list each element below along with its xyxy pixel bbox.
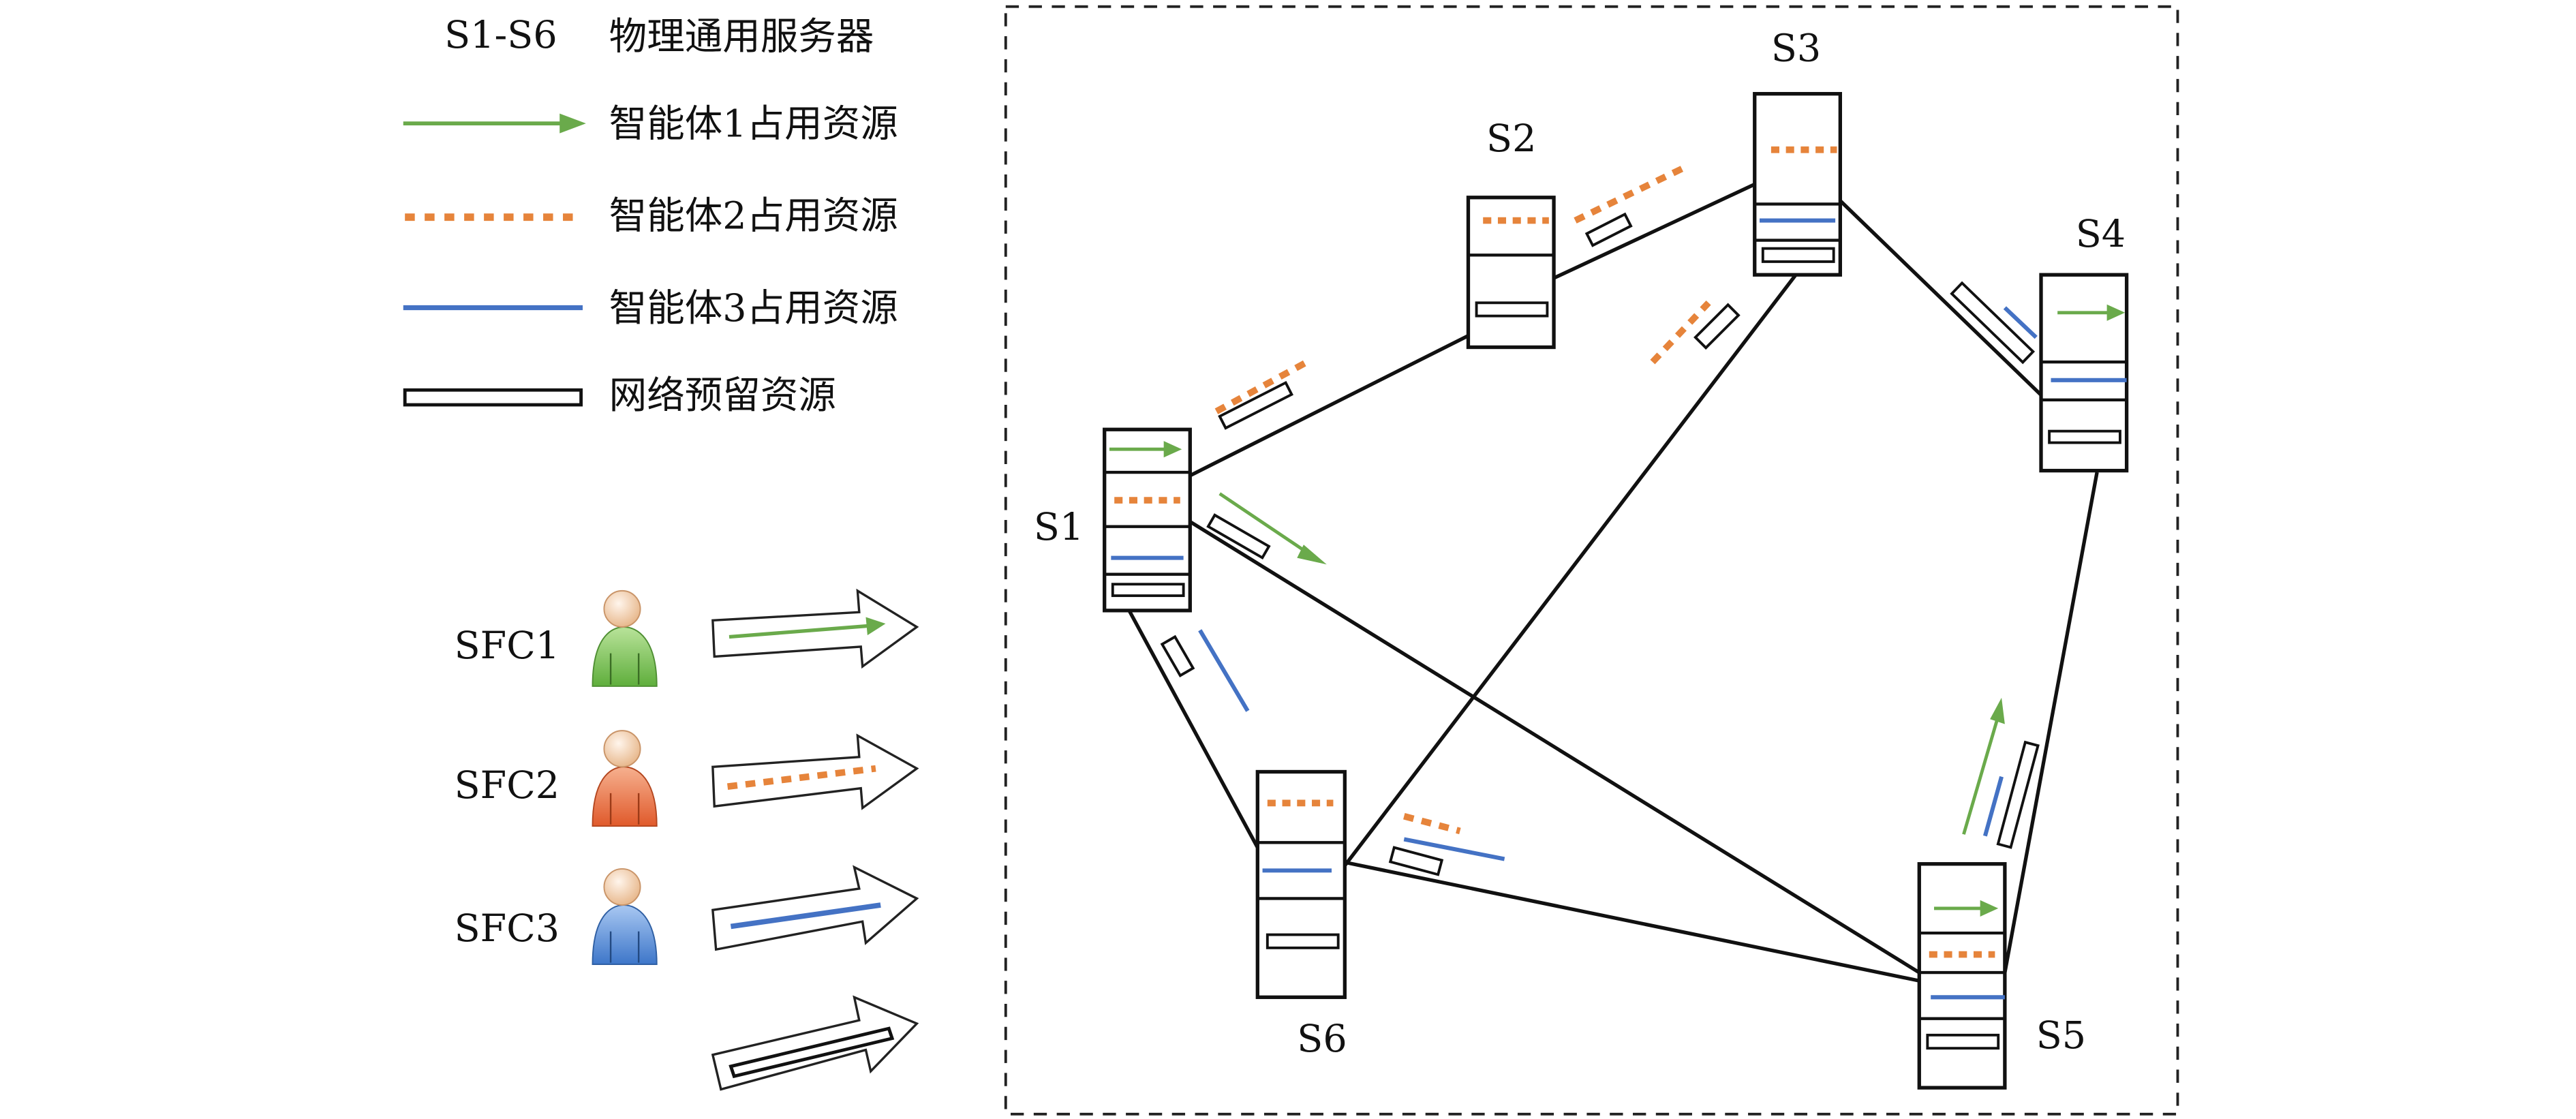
sfc3-arrow (711, 865, 919, 951)
server-s6-label: S6 (1297, 1017, 1347, 1061)
sfc1-arrow (711, 588, 919, 669)
link-s2-s3 (1552, 183, 1755, 280)
legend-server-key: S1-S6 (444, 13, 557, 57)
link-s1-s5 (1189, 520, 1920, 975)
legend-agent2-label: 智能体2占用资源 (609, 194, 898, 239)
link-s1-s6 (1127, 609, 1259, 848)
server-s5-label: S5 (2036, 1013, 2086, 1058)
server-s4-label: S4 (2076, 212, 2126, 256)
server-s1 (1103, 427, 1192, 613)
sfc2-label: SFC2 (455, 763, 559, 808)
reserved-arrow (711, 995, 919, 1091)
server-s3-label: S3 (1771, 26, 1821, 70)
server-s6 (1255, 769, 1347, 999)
user-icon-green (592, 589, 658, 687)
network-frame (1004, 5, 2179, 1116)
sfc2-arrow (711, 733, 919, 810)
link-s4-s5 (2003, 472, 2099, 973)
legend-server-label: 物理通用服务器 (609, 14, 874, 59)
link-s3-s6 (1343, 273, 1798, 867)
reserved-bar-icon (403, 388, 583, 407)
server-s1-label: S1 (1034, 505, 1084, 549)
link-annotations (1160, 163, 2040, 876)
server-s3 (1753, 91, 1843, 277)
user-icon-orange (592, 730, 658, 827)
user-icon-blue (592, 868, 658, 965)
server-s4 (2039, 273, 2129, 473)
legend-reserved-label: 网络预留资源 (609, 373, 836, 418)
legend: S1-S6 物理通用服务器 智能体1占用资源 智能体2占用资源 智能体3占用资源… (403, 13, 898, 418)
legend-agent3-label: 智能体3占用资源 (609, 286, 898, 331)
sfc-list: SFC1 SFC2 SFC3 (455, 588, 919, 1091)
legend-agent1-label: 智能体1占用资源 (609, 102, 898, 146)
server-s2-label: S2 (1486, 117, 1536, 161)
sfc3-label: SFC3 (455, 906, 559, 951)
green-arrow-icon (403, 113, 586, 134)
sfc1-label: SFC1 (455, 624, 559, 668)
link-s1-s2 (1189, 334, 1469, 478)
server-s5 (1917, 862, 2007, 1090)
link-s6-s5 (1344, 860, 1920, 983)
link-s3-s4 (1839, 199, 2042, 397)
links (1127, 183, 2099, 983)
server-s2 (1466, 196, 1556, 350)
